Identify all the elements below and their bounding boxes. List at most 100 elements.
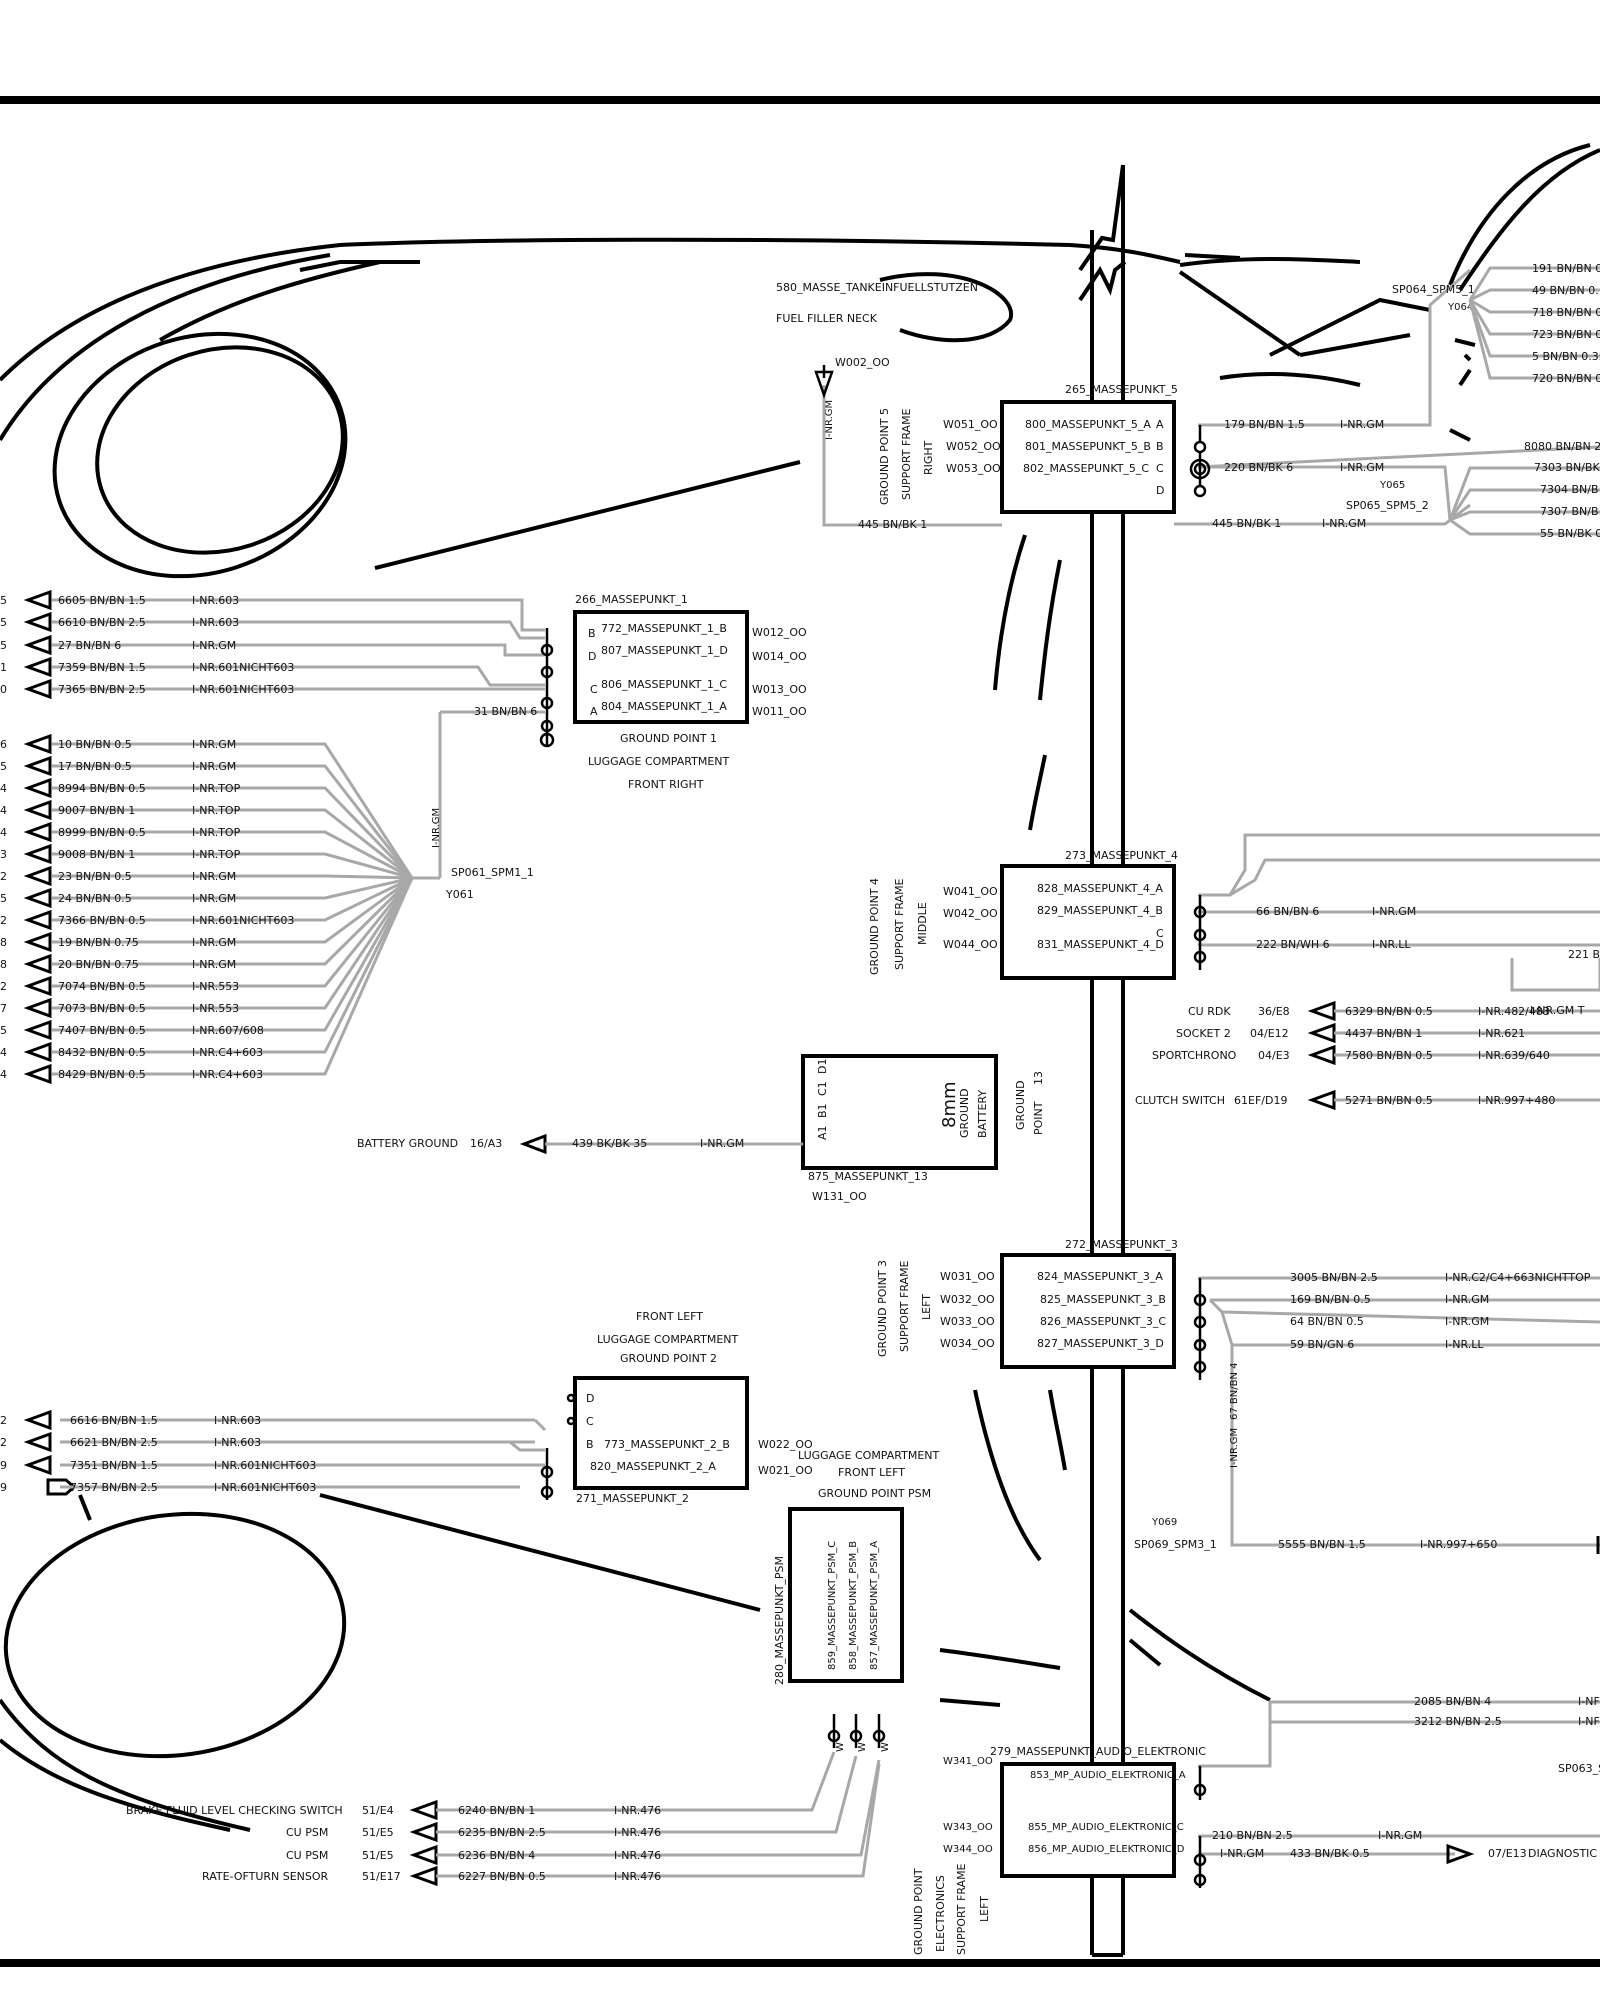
psm-tag: I-NR.476 xyxy=(614,1870,661,1883)
gp13-desc-1: GROUND xyxy=(958,1088,971,1138)
connector-icon xyxy=(23,1019,52,1041)
spm1-wire xyxy=(52,876,413,922)
audio-wire-3: W344_OO xyxy=(943,1844,993,1855)
gp2-left-wire: 7357 BN/BN 2.5 xyxy=(70,1481,158,1494)
spm1-num: 4 xyxy=(0,1046,7,1059)
gp1-left-wire: 6610 BN/BN 2.5 xyxy=(58,616,146,629)
connector-icon xyxy=(23,1041,52,1063)
mid-connector-wire: 5271 BN/BN 0.5 xyxy=(1345,1094,1433,1107)
gp3-w2: 169 BN/BN 0.5 xyxy=(1290,1293,1371,1306)
gp2-pin-c: C xyxy=(586,1415,594,1428)
gp2-pin-d: D xyxy=(586,1392,594,1405)
gp2-row-a: 820_MASSEPUNKT_2_A xyxy=(590,1460,716,1473)
spm1-tag: I-NR.GM xyxy=(192,738,236,751)
gp2-left-tag: I-NR.601NICHT603 xyxy=(214,1481,316,1494)
gp1-wire-3: W013_OO xyxy=(752,683,807,696)
ground-point-4-box xyxy=(1000,864,1176,980)
psm-wire: 6240 BN/BN 1 xyxy=(458,1804,535,1817)
gp5-w3: 445 BN/BK 1 xyxy=(1212,517,1281,530)
gp1-left-num: 5 xyxy=(0,616,7,629)
spm1-code: Y061 xyxy=(445,888,474,901)
spm1-tag: I-NR.553 xyxy=(192,1002,239,1015)
gp2-left-wire: 6616 BN/BN 1.5 xyxy=(70,1414,158,1427)
gp3-vert-wire: 67 BN/BN 4 xyxy=(1229,1363,1240,1421)
battery-name: BATTERY GROUND xyxy=(357,1137,458,1150)
psm-title: 280_MASSEPUNKT_PSM xyxy=(773,1556,786,1685)
spm1-wire-label: 9008 BN/BN 1 xyxy=(58,848,135,861)
rt-wire-1: 191 BN/BN 0 xyxy=(1532,262,1600,275)
gp13-wire: W131_OO xyxy=(812,1190,867,1203)
spm1-tag: I-NR.TOP xyxy=(192,848,241,861)
spm1-wire xyxy=(52,877,414,1010)
psm-connector-pin: 51/E5 xyxy=(362,1849,394,1862)
mid-connector-tag: I-NR.639/640 xyxy=(1478,1049,1550,1062)
connector-icon xyxy=(23,931,52,953)
gp13-size: 8mm xyxy=(939,1081,960,1128)
psm-wire-prefix-3: W xyxy=(880,1742,891,1752)
connector-icon xyxy=(1307,1000,1336,1022)
gp2-wire-2: W021_OO xyxy=(758,1464,813,1477)
gp1-row-d: 807_MASSEPUNKT_1_D xyxy=(601,644,728,657)
gp13-pin-c1: C1 xyxy=(816,1081,829,1096)
gp3-row-b: 825_MASSEPUNKT_3_B xyxy=(1040,1293,1166,1306)
mid-connector-name: SOCKET 2 xyxy=(1176,1027,1231,1040)
spm1-tag: I-NR.C4+603 xyxy=(192,1046,263,1059)
psm-wire: 6236 BN/BN 4 xyxy=(458,1849,535,1862)
gp1-left-num: 5 xyxy=(0,594,7,607)
gp4-w2: 222 BN/WH 6 xyxy=(1256,938,1330,951)
gp3-t3: I-NR.GM xyxy=(1445,1315,1489,1328)
spm1-wire-label: 7074 BN/BN 0.5 xyxy=(58,980,146,993)
gp3-wire-1: W031_OO xyxy=(940,1270,995,1283)
gp2-left-tag: I-NR.603 xyxy=(214,1436,261,1449)
psm-connector-name: CU PSM xyxy=(286,1826,328,1839)
gp4-eyelet-icons xyxy=(1193,895,1207,970)
battery-pin: 16/A3 xyxy=(470,1137,502,1150)
gp5-eyelet-icons xyxy=(1189,425,1211,498)
spm1-num: 4 xyxy=(0,782,7,795)
gp5-wire-3: W053_OO xyxy=(946,462,1001,475)
gp5-w2: 220 BN/BK 6 xyxy=(1224,461,1293,474)
spm1-wire-label: 8999 BN/BN 0.5 xyxy=(58,826,146,839)
spm1-tag: I-NR.GM xyxy=(192,936,236,949)
gp1-left-wiring: 31 BN/BN 6 xyxy=(52,598,555,878)
gp5-pin-b: B xyxy=(1156,440,1164,453)
psm-desc-1: LUGGAGE COMPARTMENT xyxy=(798,1449,939,1462)
gp3-wire-2: W032_OO xyxy=(940,1293,995,1306)
spm1-wire xyxy=(52,874,413,880)
connector-icon xyxy=(409,1865,438,1887)
gp1-desc-1: GROUND POINT 1 xyxy=(620,732,717,745)
ground-point-13: A1 B1 C1 D1 8mm GROUND BATTERY GROUND PO… xyxy=(801,1054,1045,1203)
spm1-wire-label: 23 BN/BN 0.5 xyxy=(58,870,132,883)
connector-icon xyxy=(1307,1044,1336,1066)
psm-row-a: 857_MASSEPUNKT_PSM_A xyxy=(869,1541,880,1670)
gp1-pin-b: B xyxy=(588,627,596,640)
psm-row-b: 858_MASSEPUNKT_PSM_B xyxy=(848,1541,859,1670)
fuel-tag: I-NR.GM xyxy=(824,400,835,440)
spm3-t: I-NR.997+650 xyxy=(1420,1538,1497,1551)
spm1-wire xyxy=(52,808,413,880)
connector-icon xyxy=(23,1409,52,1431)
gp1-left-tag: I-NR.GM xyxy=(192,639,236,652)
spm1-num: 5 xyxy=(0,760,7,773)
spm1-tag: I-NR.553 xyxy=(192,980,239,993)
rm-wire-1: 8080 BN/BN 2 xyxy=(1524,440,1600,453)
gp1-left-num: 0 xyxy=(0,683,7,696)
spm5-2-code: Y065 xyxy=(1379,480,1405,491)
audio-desc-4: LEFT xyxy=(978,1896,991,1922)
audio-wire-1: W341_OO xyxy=(943,1756,993,1767)
connector-icon xyxy=(23,997,52,1019)
mid-connector-name: CLUTCH SWITCH xyxy=(1135,1094,1225,1107)
rt-wire-3: 718 BN/BN 0 xyxy=(1532,306,1600,319)
psm-tag: I-NR.476 xyxy=(614,1849,661,1862)
connector-icon xyxy=(23,821,52,843)
battery-tag: I-NR.GM xyxy=(700,1137,744,1150)
spm1-wire xyxy=(52,830,413,880)
spm1-num: 5 xyxy=(0,892,7,905)
rm-wire-2: 7303 BN/BK xyxy=(1534,461,1600,474)
gp5-row-a: 800_MASSEPUNKT_5_A xyxy=(1025,418,1151,431)
rt-wire-4: 723 BN/BN 0 xyxy=(1532,328,1600,341)
gp1-left-tag: I-NR.601NICHT603 xyxy=(192,683,294,696)
ground-point-3-title: 272_MASSEPUNKT_3 xyxy=(1065,1238,1178,1251)
spm1-tag: I-NR.TOP xyxy=(192,782,241,795)
